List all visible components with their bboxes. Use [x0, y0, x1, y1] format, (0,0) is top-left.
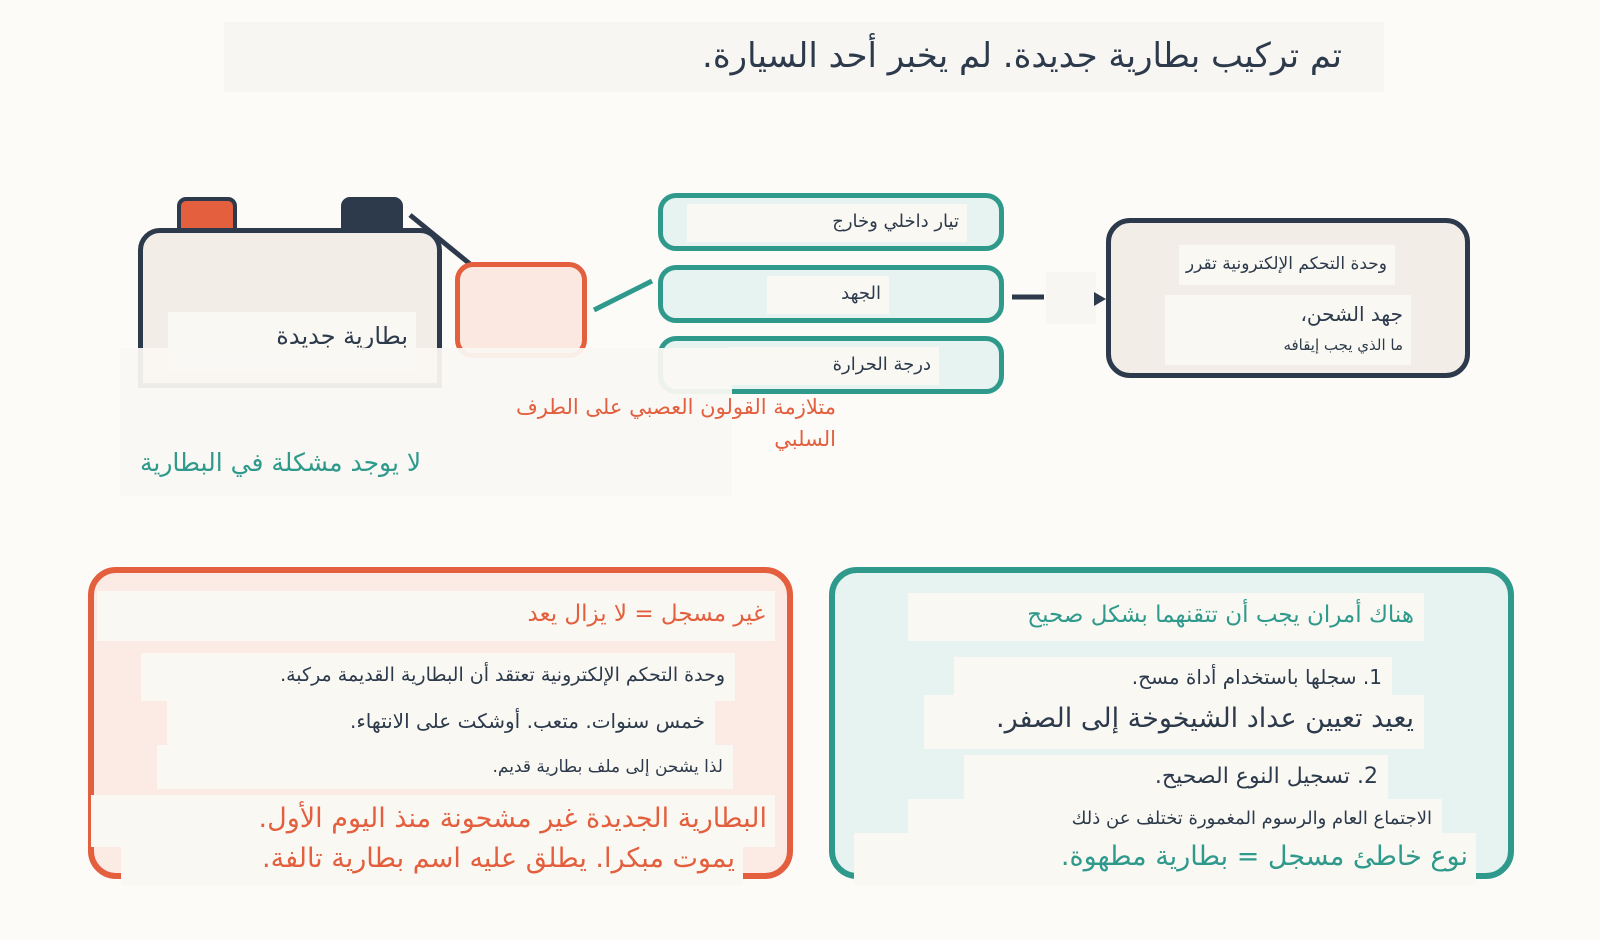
arrow-gap — [1046, 272, 1096, 324]
cable-line — [408, 213, 472, 266]
reading-current: تيار داخلي وخارج — [658, 193, 1004, 251]
battery-label: بطارية جديدة — [276, 322, 408, 350]
card-teal-step-2: 2. تسجيل النوع الصحيح. — [964, 755, 1388, 799]
card-red-conclusion-2: يموت مبكرا. يطلق عليه اسم بطارية تالفة. — [121, 839, 743, 885]
warning-panel — [120, 348, 732, 496]
reading-label: الجهد — [767, 276, 889, 314]
sensor-link-line — [592, 278, 654, 313]
ecu-line-2: جهد الشحن، — [1165, 295, 1411, 331]
title-bar: تم تركيب بطارية جديدة. لم يخبر أحد السيا… — [224, 22, 1384, 92]
warning-red-text: متلازمة القولون العصبي على الطرف السلبي — [515, 395, 836, 451]
ecu-line-3: ما الذي يجب إيقافه — [1165, 331, 1411, 365]
ecu-box: وحدة التحكم الإلكترونية تقرر جهد الشحن، … — [1106, 218, 1470, 378]
warning-teal-text: لا يوجد مشكلة في البطارية — [140, 448, 422, 477]
card-teal-step-1-detail: يعيد تعيين عداد الشيخوخة إلى الصفر. — [924, 695, 1424, 749]
card-red-conclusion-1: البطارية الجديدة غير مشحونة منذ اليوم ال… — [91, 795, 775, 847]
unregistered-card: غير مسجل = لا يزال يعد وحدة التحكم الإلك… — [88, 567, 793, 885]
reading-label: درجة الحرارة — [729, 347, 939, 385]
remedy-card: هناك أمران يجب أن تتقنهما بشكل صحيح 1. س… — [829, 567, 1514, 885]
card-teal-conclusion: نوع خاطئ مسجل = بطارية مطهوة. — [854, 833, 1476, 885]
card-red-line-1: وحدة التحكم الإلكترونية تعتقد أن البطاري… — [141, 653, 735, 701]
card-teal-heading: هناك أمران يجب أن تتقنهما بشكل صحيح — [908, 593, 1424, 641]
card-red-line-2: خمس سنوات. متعب. أوشكت على الانتهاء. — [167, 699, 715, 745]
card-teal-step-2-detail: الاجتماع العام والرسوم المغمورة تختلف عن… — [908, 799, 1442, 839]
card-teal-step-1: 1. سجلها باستخدام أداة مسح. — [954, 657, 1392, 697]
reading-voltage: الجهد — [658, 265, 1004, 323]
arrow-head — [1094, 292, 1106, 306]
ecu-line-1: وحدة التحكم الإلكترونية تقرر — [1179, 245, 1395, 285]
card-red-line-3: لذا يشحن إلى ملف بطارية قديم. — [157, 745, 733, 789]
battery-sensor-icon — [455, 262, 587, 358]
card-red-heading: غير مسجل = لا يزال يعد — [97, 591, 775, 641]
page-title: تم تركيب بطارية جديدة. لم يخبر أحد السيا… — [702, 36, 1342, 76]
reading-label: تيار داخلي وخارج — [687, 204, 967, 242]
